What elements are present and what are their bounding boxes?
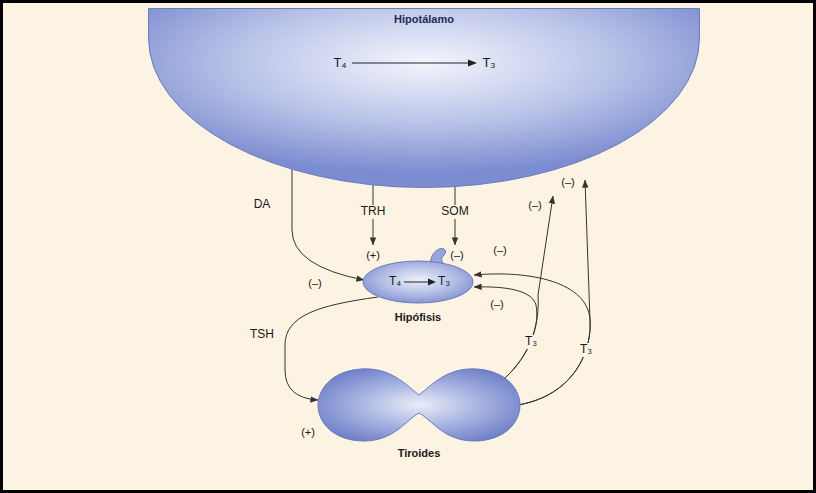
thyroid: Tiroides [316,365,522,463]
hormone-label: SOM [439,205,470,219]
feedback-arrow [474,287,537,378]
hormone-label: T₃ [578,343,594,357]
hormone-label: DA [252,198,273,212]
hormone-name: T₄ [333,56,346,71]
hormone-name: T₃ [482,56,495,71]
polarity-sign: (–) [528,199,541,212]
polarity-sign: (–) [308,277,321,290]
polarity-sign: (–) [450,249,463,262]
hormone-name: T₄ [389,275,401,289]
hypothalamus-shape [148,8,700,188]
organ-name: Hipotálamo [394,13,454,26]
feedback-arrow [505,196,553,378]
thyroid-shape [316,365,522,443]
polarity-sign: (–) [561,176,574,189]
organ-name: Tiroides [398,447,441,460]
hormone-label: TSH [248,328,276,342]
polarity-sign: (+) [366,249,380,262]
polarity-sign: (–) [493,244,506,257]
polarity-sign: (–) [490,298,503,311]
hormone-name: T₃ [438,275,450,289]
hormone-label: TRH [359,205,388,219]
hypothalamus: HipotálamoT₄ T₃ [148,8,700,188]
hormone-label: T₃ [523,335,539,349]
feedback-arrow [518,180,590,405]
polarity-sign: (+) [301,426,315,439]
organ-name: Hipófisis [395,311,441,324]
